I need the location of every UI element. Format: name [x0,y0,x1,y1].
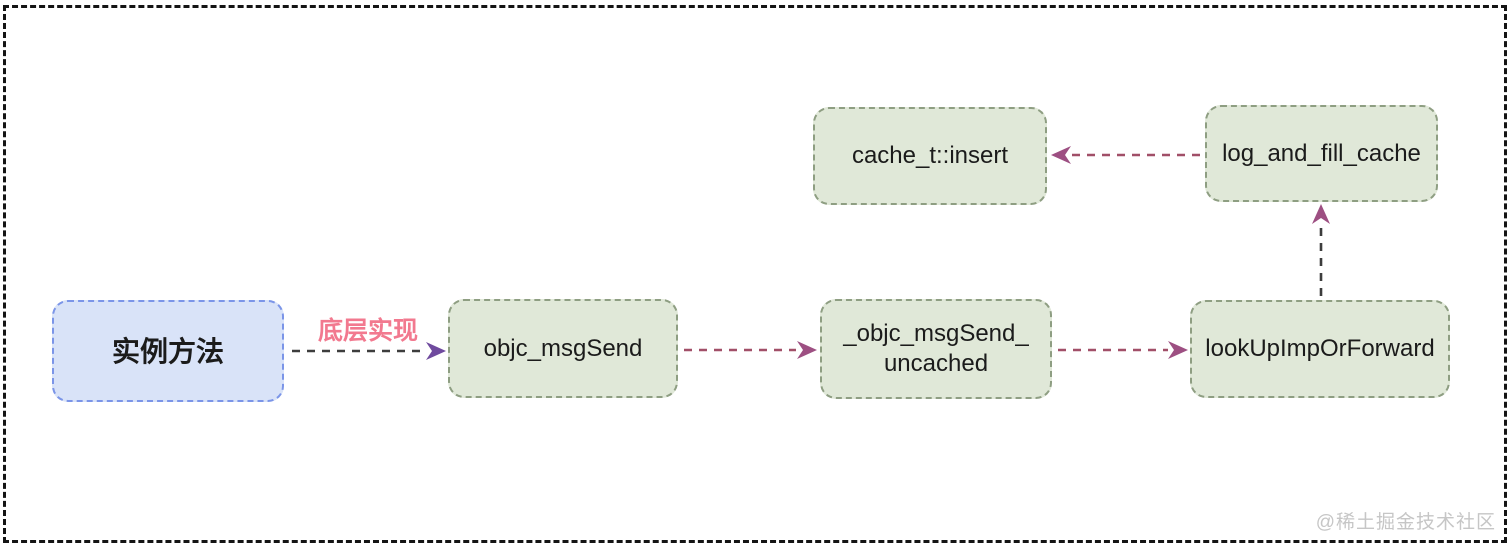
edge-lookup-to-logfill [1312,204,1330,296]
node-objc-msgsend-uncached: _objc_msgSend_ uncached [820,299,1052,399]
edge-label-underlying-implementation: 底层实现 [317,317,418,345]
watermark-juejin: @稀土掘金技术社区 [1315,512,1496,533]
arrowhead-right-icon [797,341,817,359]
edge-logfill-to-insert [1051,146,1200,164]
edge-uncached-to-lookup [1058,341,1188,359]
arrowhead-up-icon [1312,204,1330,224]
arrowhead-left-icon [1051,146,1071,164]
node-instance-method: 实例方法 [52,300,284,402]
node-log-and-fill-cache: log_and_fill_cache [1205,105,1438,202]
arrowhead-right-icon [1168,341,1188,359]
edge-msgsend-to-uncached [684,341,817,359]
node-cache-t-insert: cache_t::insert [813,107,1047,205]
node-objc-msgsend: objc_msgSend [448,299,678,398]
outer-dashed-frame [3,5,1507,543]
node-lookupimporforward: lookUpImpOrForward [1190,300,1450,398]
arrowhead-right-icon [426,342,446,360]
